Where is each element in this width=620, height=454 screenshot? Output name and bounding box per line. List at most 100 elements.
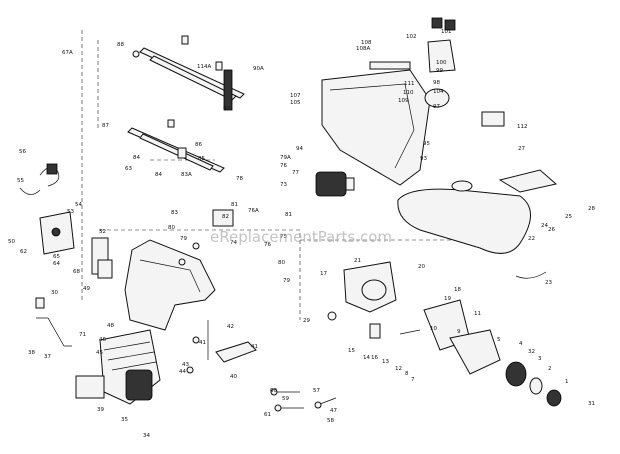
callout-45: 45 xyxy=(96,350,103,356)
callout-68: 68 xyxy=(73,269,80,275)
callout-111: 111 xyxy=(404,81,415,87)
main-body xyxy=(124,209,234,331)
callout-79: 79 xyxy=(180,236,187,242)
callout-31: 31 xyxy=(588,401,595,407)
side-bracket xyxy=(39,211,113,279)
callout-39: 39 xyxy=(97,407,104,413)
callout-100: 100 xyxy=(436,60,447,66)
callout-44: 44 xyxy=(179,369,186,375)
callout-53: 53 xyxy=(67,209,74,215)
callout-67A: 67A xyxy=(62,50,73,56)
callout-38: 38 xyxy=(28,350,35,356)
callout-99: 99 xyxy=(436,68,443,74)
callout-18: 18 xyxy=(454,287,461,293)
callout-78: 78 xyxy=(236,176,243,182)
cord-clamp xyxy=(19,163,60,195)
callout-41: 41 xyxy=(251,344,258,350)
callout-85: 85 xyxy=(198,156,205,162)
callout-110: 110 xyxy=(403,90,414,96)
callout-8: 8 xyxy=(405,371,409,377)
callout-58: 58 xyxy=(327,418,334,424)
callout-108: 108 xyxy=(361,40,372,46)
callout-labels: 102101100999897104111110109108108A107105… xyxy=(8,29,595,439)
callout-3: 3 xyxy=(538,356,542,362)
callout-19: 19 xyxy=(444,296,451,302)
callout-47: 47 xyxy=(330,408,337,414)
callout-62: 62 xyxy=(20,249,27,255)
callout-65: 65 xyxy=(53,254,60,260)
callout-73: 73 xyxy=(280,182,287,188)
callout-11: 11 xyxy=(474,311,481,317)
callout-108A: 108A xyxy=(356,46,370,52)
callout-63: 63 xyxy=(125,166,132,172)
callout-101: 101 xyxy=(441,29,452,35)
callout-25: 25 xyxy=(565,214,572,220)
callout-60: 60 xyxy=(270,388,277,394)
callout-40: 40 xyxy=(230,374,237,380)
callout-30: 30 xyxy=(51,290,58,296)
callout-55: 55 xyxy=(17,178,24,184)
callout-56: 56 xyxy=(19,149,26,155)
callout-104: 104 xyxy=(433,89,444,95)
callout-29: 29 xyxy=(303,318,310,324)
callout-114A: 114A xyxy=(197,64,211,70)
callout-81: 81 xyxy=(231,202,238,208)
blade-guard-assembly xyxy=(327,261,562,407)
callout-86: 86 xyxy=(195,142,202,148)
callout-52: 52 xyxy=(99,229,106,235)
callout-21: 21 xyxy=(354,258,361,264)
callout-28: 28 xyxy=(588,206,595,212)
callout-75: 75 xyxy=(280,234,287,240)
callout-102: 102 xyxy=(406,34,417,40)
callout-10: 10 xyxy=(430,326,437,332)
callout-54: 54 xyxy=(75,202,82,208)
callout-80: 80 xyxy=(168,225,175,231)
callout-12: 12 xyxy=(395,366,402,372)
callout-46: 46 xyxy=(99,337,106,343)
callout-24: 24 xyxy=(541,223,548,229)
callout-64: 64 xyxy=(53,261,60,267)
motor xyxy=(315,171,355,197)
lower-rail-assembly xyxy=(127,119,225,173)
callout-13: 13 xyxy=(382,359,389,365)
callout-98: 98 xyxy=(433,80,440,86)
callout-74: 74 xyxy=(230,240,237,246)
callout-16: 16 xyxy=(371,355,378,361)
callout-9: 9 xyxy=(457,329,461,335)
callout-1: 1 xyxy=(565,379,569,385)
motor-housing xyxy=(321,17,505,186)
hex-wrench xyxy=(35,297,72,347)
callout-14: 14 xyxy=(363,355,370,361)
callout-71: 71 xyxy=(79,332,86,338)
callout-95: 95 xyxy=(423,141,430,147)
callout-77: 77 xyxy=(292,170,299,176)
callout-5: 5 xyxy=(497,337,501,343)
callout-15: 15 xyxy=(348,348,355,354)
callout-83: 83 xyxy=(171,210,178,216)
callout-37: 37 xyxy=(44,354,51,360)
callout-93: 93 xyxy=(420,156,427,162)
callout-90A: 90A xyxy=(253,66,264,72)
callout-42: 42 xyxy=(227,324,234,330)
callout-23: 23 xyxy=(545,280,552,286)
callout-50: 50 xyxy=(8,239,15,245)
callout-61: 61 xyxy=(264,412,271,418)
callout-57: 57 xyxy=(313,388,320,394)
callout-84: 84 xyxy=(133,155,140,161)
callout-88: 88 xyxy=(117,42,124,48)
dust-chute xyxy=(75,329,161,405)
callout-105: 105 xyxy=(290,100,301,106)
callout-35: 35 xyxy=(121,417,128,423)
callout-43: 43 xyxy=(182,362,189,368)
watermark: eReplacementParts.com xyxy=(210,228,392,246)
callout-79: 79 xyxy=(283,278,290,284)
callout-107: 107 xyxy=(290,93,301,99)
upper-rail-assembly xyxy=(132,35,245,111)
callout-80: 80 xyxy=(278,260,285,266)
callout-81: 81 xyxy=(285,212,292,218)
callout-87: 87 xyxy=(102,123,109,129)
callout-109: 109 xyxy=(398,98,409,104)
callout-41: 41 xyxy=(199,340,206,346)
callout-76: 76 xyxy=(264,242,271,248)
